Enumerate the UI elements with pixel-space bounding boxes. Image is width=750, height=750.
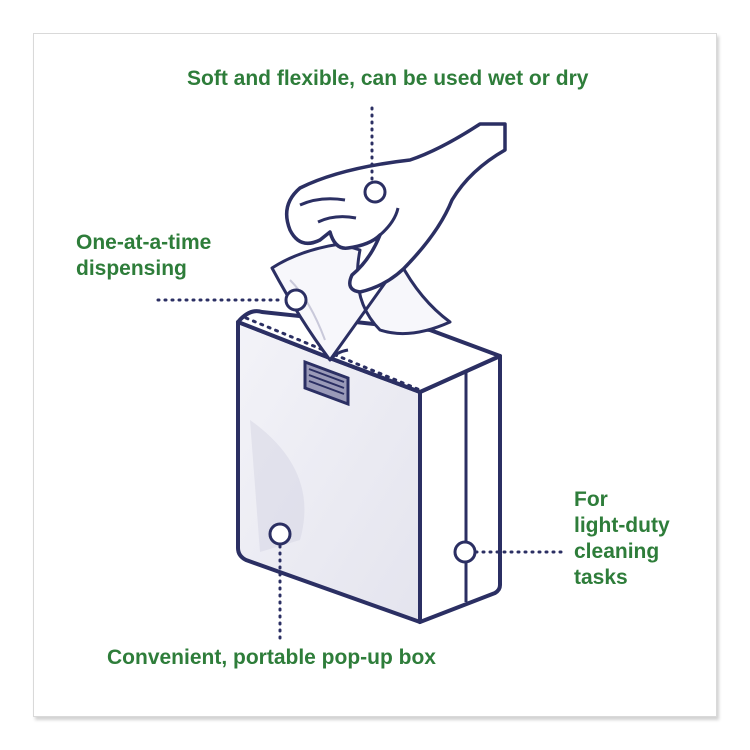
- callout-left-line-2: dispensing: [76, 257, 187, 280]
- callout-top: Soft and flexible, can be used wet or dr…: [187, 66, 588, 92]
- hand-icon: [284, 122, 507, 294]
- callout-right-line-3: cleaning: [574, 540, 660, 563]
- callout-right-line-4: tasks: [574, 566, 628, 589]
- callout-left: One-at-a-time dispensing: [76, 230, 211, 282]
- marker-circle-icon: [363, 180, 387, 204]
- callout-right-line-2: light-duty: [574, 514, 670, 537]
- callout-left-line-1: One-at-a-time: [76, 231, 212, 254]
- popup-box-icon: [236, 309, 502, 624]
- callout-leaders: [156, 106, 568, 640]
- callout-bottom: Convenient, portable pop-up box: [107, 645, 436, 671]
- callout-right-line-1: For: [574, 488, 608, 511]
- marker-circle-icon: [453, 540, 477, 564]
- callout-top-text: Soft and flexible, can be used wet or dr…: [187, 67, 589, 90]
- callout-right: For light-duty cleaning tasks: [574, 487, 670, 591]
- callout-markers: [268, 180, 477, 564]
- marker-circle-icon: [284, 288, 308, 312]
- callout-bottom-text: Convenient, portable pop-up box: [107, 646, 436, 669]
- marker-circle-icon: [268, 522, 292, 546]
